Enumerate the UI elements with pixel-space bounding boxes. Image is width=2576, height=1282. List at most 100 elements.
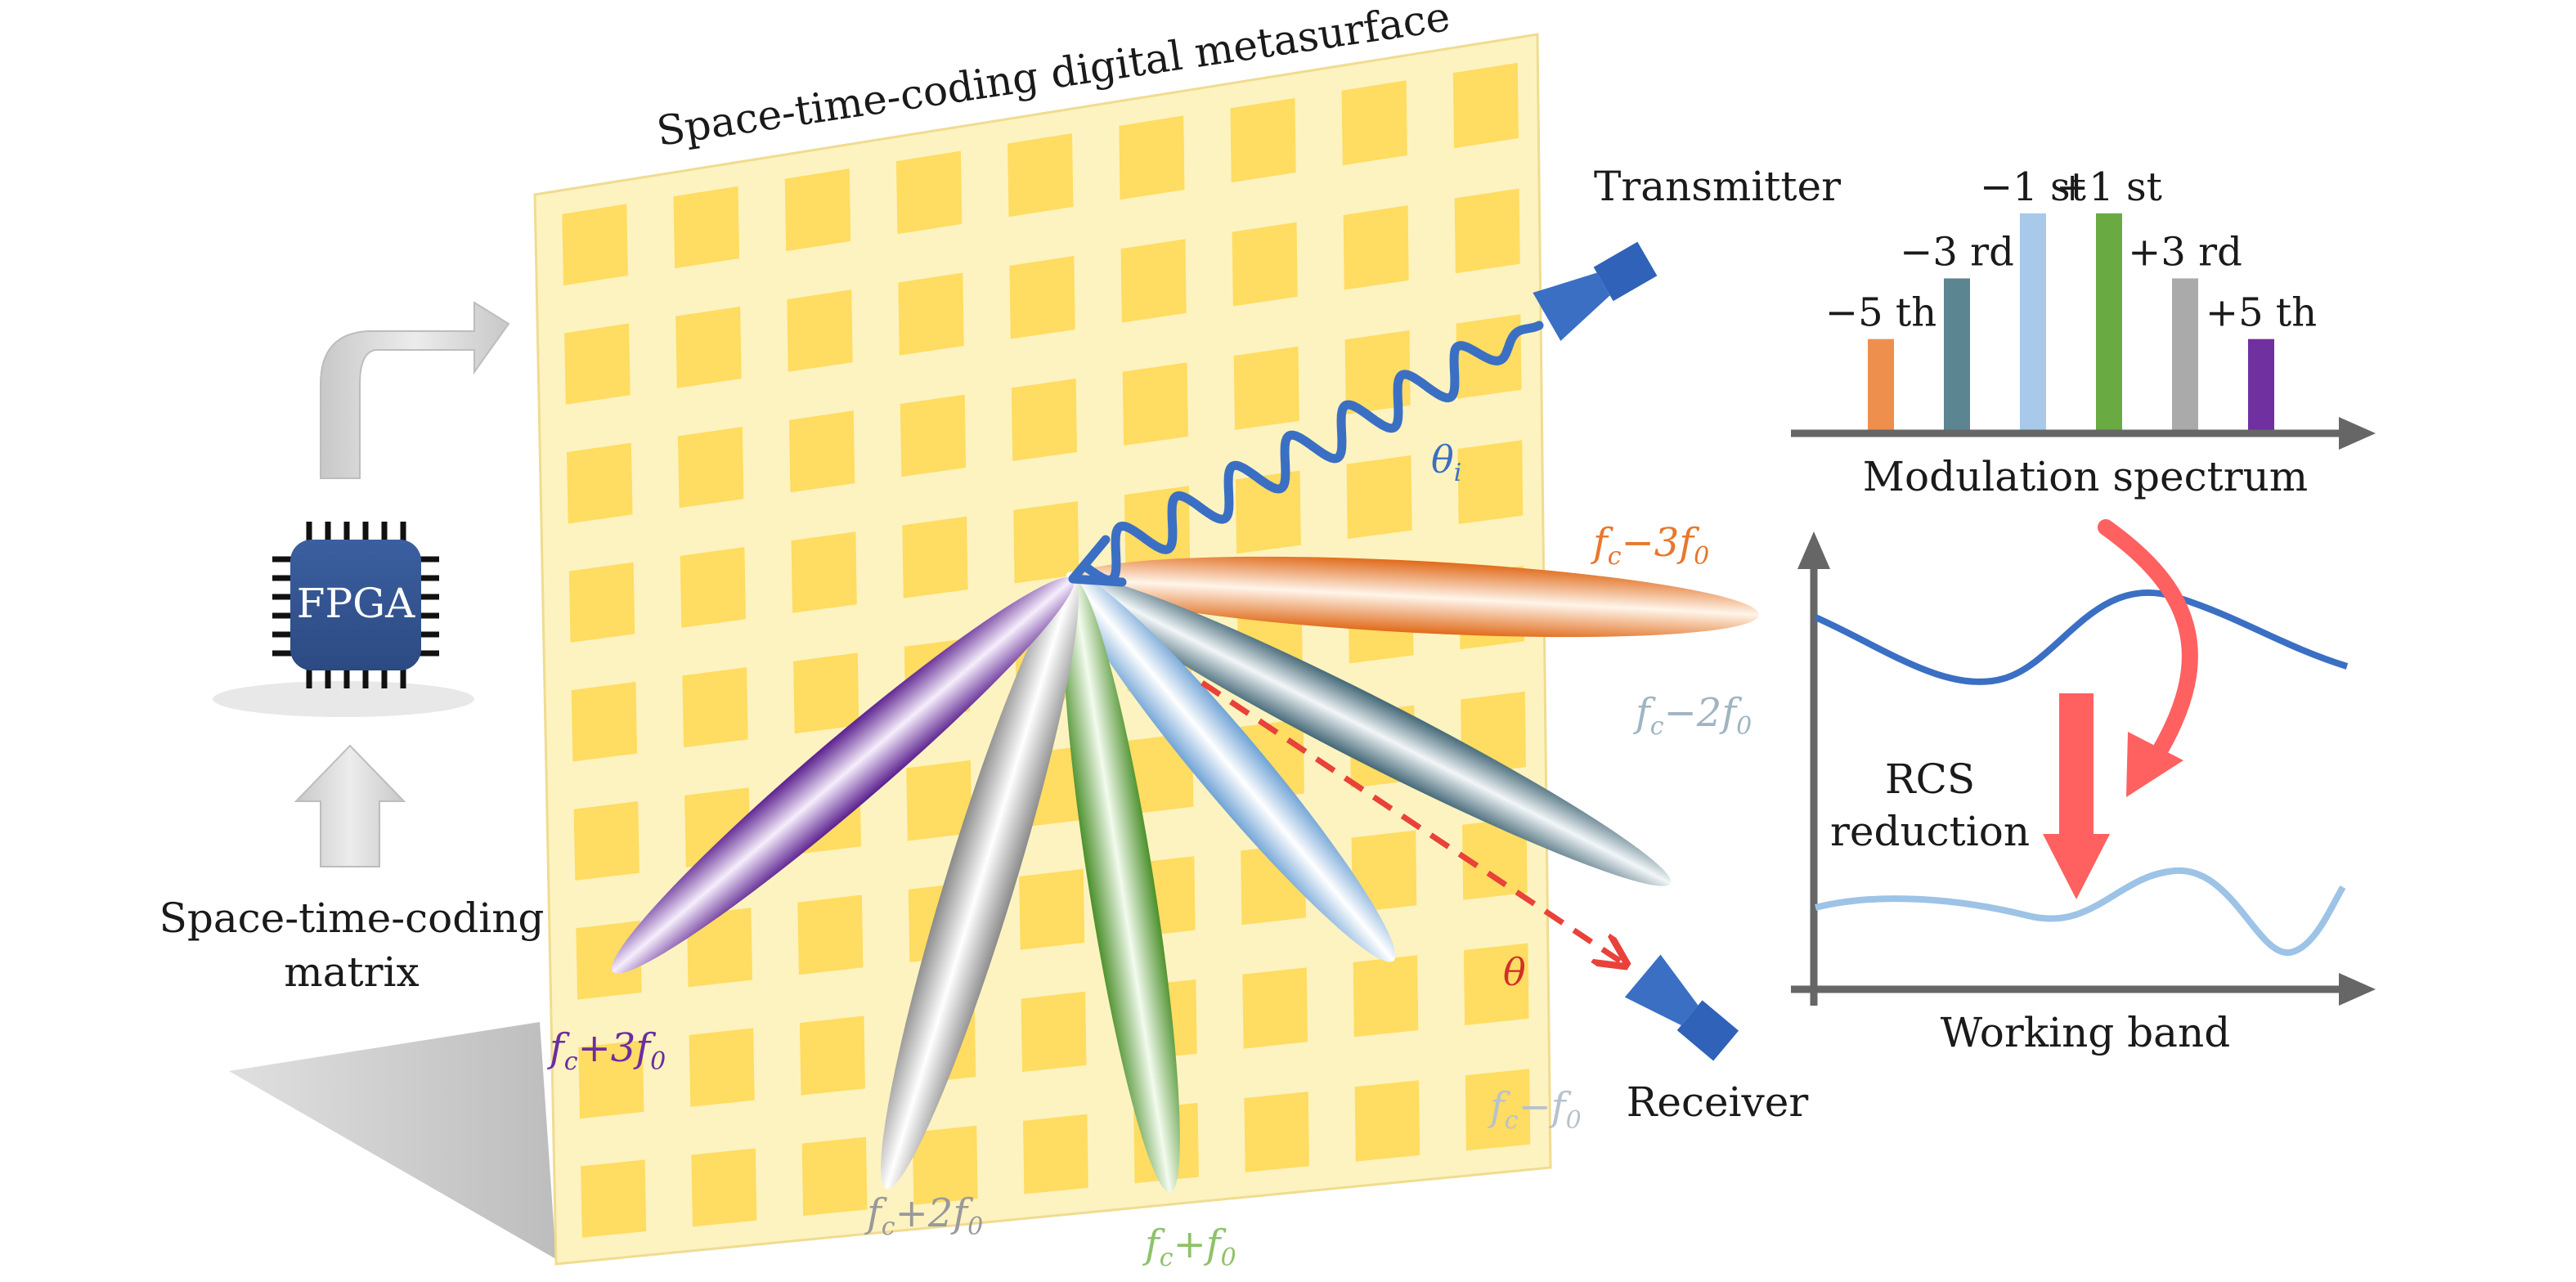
transmitter-icon [1533,241,1658,341]
unit-cell [787,289,853,372]
unit-cell [1008,133,1074,217]
rcs-upper-curve [1814,589,2349,685]
reflection-dashed-arrow [1200,680,1623,963]
spectrum-bar [2096,213,2122,430]
unit-cell [1009,256,1075,339]
unit-cell [567,442,633,524]
unit-cell [1463,943,1529,1025]
unit-cell [898,272,964,356]
matrix-to-fpga-arrow [294,744,406,867]
unit-cell [675,306,742,388]
fpga-label: FPGA [297,580,415,627]
incident-wave-arrowhead [1068,535,1127,587]
beam-fc+3f0 [611,576,1075,974]
unit-cell [689,1028,755,1107]
unit-cell [1346,455,1412,540]
unit-cell [1244,1091,1309,1172]
rcs-curved-arrowhead [2126,732,2183,797]
unit-cell [791,531,857,613]
unit-cell [1232,222,1298,307]
rcs-straight-arrow-shaft [2059,693,2094,840]
unit-cell [1230,97,1296,183]
unit-cell [682,667,748,748]
beam-label-fc+3f0: fc+3f0 [547,1025,666,1076]
unit-cell [1233,346,1299,430]
spectrum-bar-label: −1 st [1980,164,2086,210]
unit-cell [1351,830,1417,912]
beam-label-fc-f0: fc−f0 [1488,1084,1582,1135]
spectrum-bar [1944,278,1970,430]
fpga-to-metasurface-arrow [320,301,510,479]
unit-cell [912,1125,978,1205]
rcs-label-line1: RCS [1885,755,1975,803]
rcs-x-arrowhead [2339,973,2376,1006]
receiver-icon [1624,954,1739,1061]
unit-cell [568,562,635,643]
spectrum-axis-arrowhead [2339,417,2376,450]
unit-cell [1454,188,1520,274]
spectrum-bar-label: +5 th [2206,290,2317,336]
unit-cell [1019,868,1085,950]
unit-cell [793,652,859,734]
unit-cell [571,681,638,762]
rcs-plot: RCS reduction Working band [1791,519,2376,1056]
unit-cell [1457,440,1524,524]
rcs-curved-arrow [2098,519,2198,760]
spectrum-bar-label: +3 rd [2128,230,2242,276]
scattered-angle-label: θ [1503,950,1526,994]
rcs-lower-curve [1815,867,2346,957]
receiver-label: Receiver [1627,1078,1809,1126]
transmitter-label: Transmitter [1594,163,1841,210]
unit-cell [784,168,851,252]
beam-label-fc-2f0: fc−2f0 [1633,690,1752,741]
beam-fc-f0 [1066,571,1396,962]
beam-fc+f0 [1063,578,1180,1193]
incident-wave [1083,320,1544,585]
unit-cell [1462,817,1528,900]
unit-cell [1023,1114,1088,1195]
metasurface-shadow [229,1022,556,1259]
unit-cell [801,1136,868,1217]
unit-cell [680,547,746,628]
rcs-caption: Working band [1941,1009,2230,1056]
rcs-y-arrowhead [1797,531,1830,569]
unit-cell [677,427,744,509]
unit-cell [691,1148,757,1227]
matrix-label-line2: matrix [284,948,419,996]
unit-cell [576,921,642,1000]
unit-cell [1122,362,1188,446]
unit-cell [562,204,628,286]
spectrum-bar-label: −5 th [1825,290,1936,336]
unit-cell [1242,967,1308,1049]
unit-cell [902,516,968,598]
unit-cell [578,1040,644,1119]
unit-cell [1235,470,1301,554]
incident-angle-label: θi [1431,437,1461,487]
rcs-straight-arrowhead [2043,834,2110,899]
beam-fc-2f0 [1072,576,1672,886]
unit-cell [797,894,864,975]
unit-cell [788,410,855,493]
scattered-beams [611,556,1759,1193]
unit-cell [1120,239,1187,323]
matrix-label-line1: Space-time-coding [159,894,545,942]
unit-cell [1354,1080,1420,1162]
unit-cell [1341,80,1407,166]
unit-cell [1119,115,1185,200]
unit-cell [564,323,631,405]
unit-cell [581,1159,647,1238]
beam-label-fc+f0: fc+f0 [1142,1221,1236,1272]
unit-cell [906,760,972,841]
spectrum-bar-label: −3 rd [1900,230,2014,276]
unit-cell [1452,62,1519,149]
beam-fc-3f0 [1072,556,1759,638]
unit-cell [799,1015,865,1096]
spectrum-bars: −5 th−3 rd−1 st+1 st+3 rd+5 th [1825,164,2317,430]
unit-cell [900,394,967,477]
spectrum-bar [2020,213,2046,430]
unit-cell [1011,379,1077,461]
unit-cell [895,150,963,235]
unit-cell [1353,955,1419,1038]
beam-label-fc-3f0: fc−3f0 [1591,520,1709,571]
